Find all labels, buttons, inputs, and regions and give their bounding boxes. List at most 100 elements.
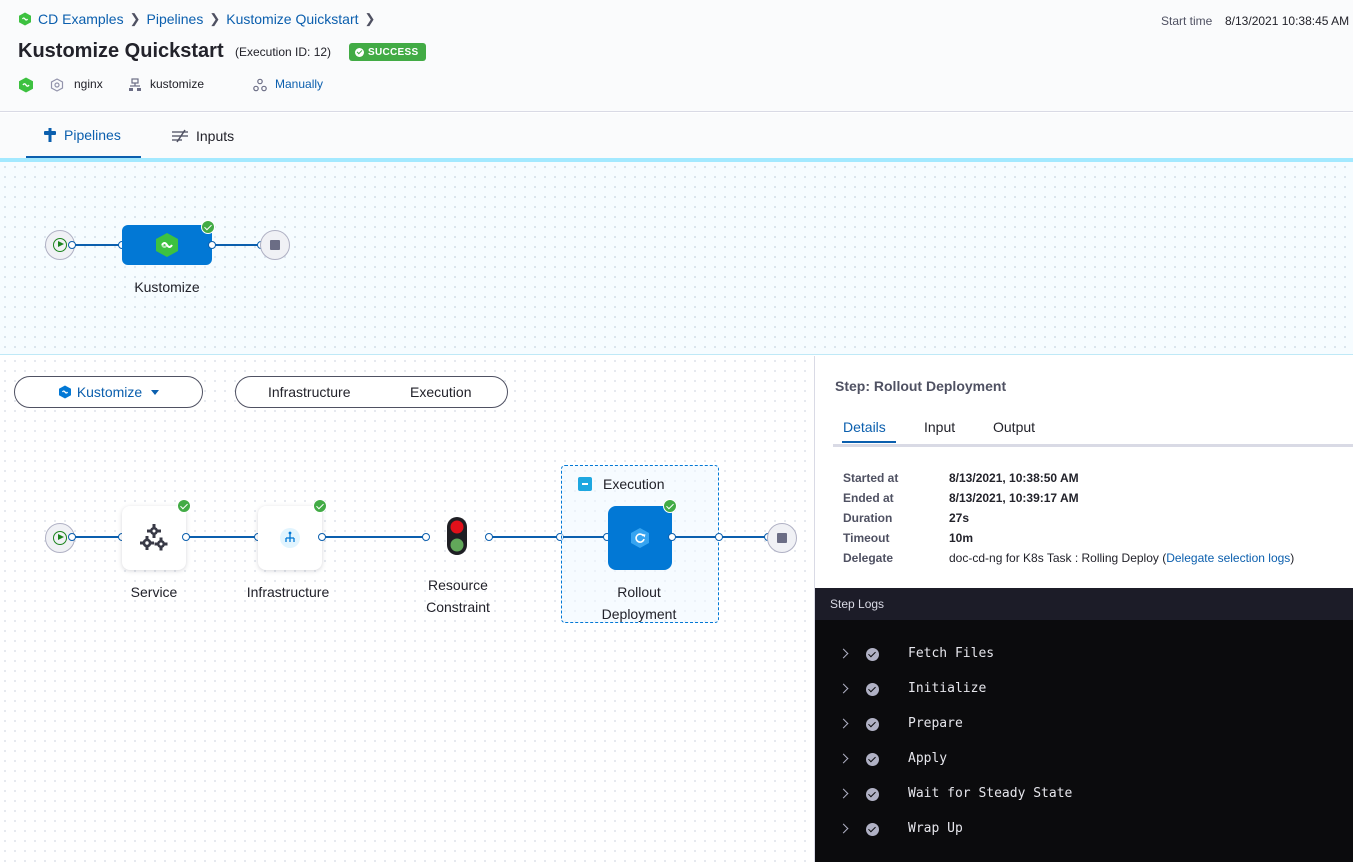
gears-icon (140, 524, 168, 551)
chevron-right-icon (838, 753, 849, 764)
tab-output[interactable]: Output (993, 419, 1036, 435)
tab-details[interactable]: Details (842, 419, 896, 443)
tab-pipelines[interactable]: Pipelines (26, 113, 141, 159)
log-section[interactable]: Wait for Steady State (815, 784, 1353, 808)
execution-id: (Execution ID: 12) (235, 45, 332, 59)
log-section[interactable]: Wrap Up (815, 819, 1353, 843)
tab-inputs-label: Inputs (196, 128, 235, 144)
step-node-service[interactable] (122, 506, 186, 570)
pipeline-graph-canvas: Kustomize (0, 162, 1353, 355)
connector-port (68, 533, 76, 541)
execution-header: CD Examples ❯ Pipelines ❯ Kustomize Quic… (0, 0, 1353, 112)
log-section[interactable]: Fetch Files (815, 644, 1353, 668)
chevron-right-icon: ❯ (209, 11, 221, 26)
delegate-suffix: ) (1290, 551, 1295, 565)
log-section[interactable]: Apply (815, 749, 1353, 773)
connector-port (485, 533, 493, 541)
stage-end-node (767, 523, 797, 553)
collapse-group-button[interactable] (578, 477, 592, 491)
stage-select-dropdown[interactable]: Kustomize (14, 376, 203, 408)
success-check-icon (663, 499, 677, 513)
delegate-selection-logs-link[interactable]: Delegate selection logs (1166, 551, 1291, 565)
stage-section-tabs: Infrastructure Execution (235, 376, 508, 408)
chevron-right-icon (838, 823, 849, 834)
detail-value: 8/13/2021, 10:38:50 AM (949, 471, 1079, 485)
check-circle-icon (866, 718, 879, 731)
log-section[interactable]: Prepare (815, 714, 1353, 738)
detail-value: 10m (949, 531, 974, 545)
connector-line (186, 536, 258, 538)
step-logs: Step Logs Fetch Files Initialize Prepare… (815, 588, 1353, 862)
tab-input[interactable]: Input (924, 419, 956, 435)
kustomize-icon (58, 385, 71, 399)
execution-tabs: Pipelines Inputs (0, 113, 1353, 159)
pipeline-icon (44, 127, 56, 142)
step-node-infrastructure[interactable] (258, 506, 322, 570)
step-label-line: Rollout (617, 584, 661, 600)
check-circle-icon (355, 47, 364, 57)
environment-name: kustomize (150, 77, 205, 91)
page-title: Kustomize Quickstart (18, 40, 224, 62)
log-section-title: Apply (908, 751, 948, 766)
detail-key: Delegate (843, 551, 894, 565)
play-icon (53, 238, 67, 252)
tab-pipelines-label: Pipelines (64, 126, 121, 143)
start-time-label: Start time (1161, 14, 1213, 28)
service-icon (50, 78, 64, 92)
connector-port (68, 241, 76, 249)
stage-label: Kustomize (134, 279, 200, 295)
rollout-icon (631, 528, 649, 548)
chevron-right-icon (838, 683, 849, 694)
stage-select-value: Kustomize (76, 384, 143, 400)
panel-tabs-divider (833, 444, 1353, 447)
success-check-icon (313, 499, 327, 513)
step-label-infrastructure: Infrastructure (246, 584, 330, 600)
cd-module-icon (19, 77, 33, 93)
chevron-right-icon: ❯ (129, 11, 141, 26)
connector-port (715, 533, 723, 541)
service-name: nginx (74, 77, 103, 91)
stage-tab-infrastructure[interactable]: Infrastructure (268, 384, 351, 400)
step-label-service: Service (130, 584, 178, 600)
trigger-manually-link[interactable]: Manually (275, 77, 324, 91)
log-section[interactable]: Initialize (815, 679, 1353, 703)
detail-value: doc-cd-ng for K8s Task : Rolling Deploy … (949, 551, 1294, 565)
check-circle-icon (866, 753, 879, 766)
step-panel-title: Step: Rollout Deployment (835, 378, 1007, 394)
delegate-name: doc-cd-ng for K8s Task : Rolling Deploy … (949, 551, 1167, 565)
breadcrumb-pipelines[interactable]: Pipelines (146, 11, 204, 27)
log-section-title: Fetch Files (908, 646, 995, 661)
stage-tab-execution[interactable]: Execution (410, 384, 472, 400)
chevron-right-icon (838, 648, 849, 659)
detail-key: Duration (843, 511, 893, 525)
step-label-resource-constraint: Resource Constraint (410, 574, 506, 618)
step-label-line: Resource (428, 577, 488, 593)
stage-graph-canvas: Kustomize Infrastructure Execution Servi… (0, 356, 814, 862)
stage-node-kustomize[interactable] (122, 225, 212, 265)
traffic-light-icon (447, 517, 467, 555)
tab-inputs[interactable]: Inputs (172, 113, 234, 159)
step-node-rollout-deployment[interactable] (608, 506, 672, 570)
check-circle-icon (866, 683, 879, 696)
breadcrumb-pipeline[interactable]: Kustomize Quickstart (226, 11, 359, 27)
stop-icon (270, 240, 280, 250)
connector-line (563, 536, 608, 538)
pipeline-end-node (260, 230, 290, 260)
breadcrumb-cd-examples[interactable]: CD Examples (38, 11, 124, 27)
stop-icon (777, 533, 787, 543)
step-label-rollout-deployment: Rollout Deployment (586, 581, 692, 625)
tabs-divider (0, 158, 1353, 162)
log-section-title: Prepare (908, 716, 963, 731)
connector-port (182, 533, 190, 541)
environment-icon (129, 78, 141, 91)
connector-line (75, 244, 122, 246)
step-details-panel: Step: Rollout Deployment Details Input O… (814, 356, 1353, 862)
detail-key: Ended at (843, 491, 894, 505)
caret-down-icon (151, 389, 160, 395)
step-label-line: Deployment (601, 606, 677, 622)
detail-value: 8/13/2021, 10:39:17 AM (949, 491, 1079, 505)
execution-group-title: Execution (603, 476, 665, 492)
chevron-right-icon (838, 718, 849, 729)
connector-line (75, 536, 122, 538)
infrastructure-icon (280, 528, 300, 548)
